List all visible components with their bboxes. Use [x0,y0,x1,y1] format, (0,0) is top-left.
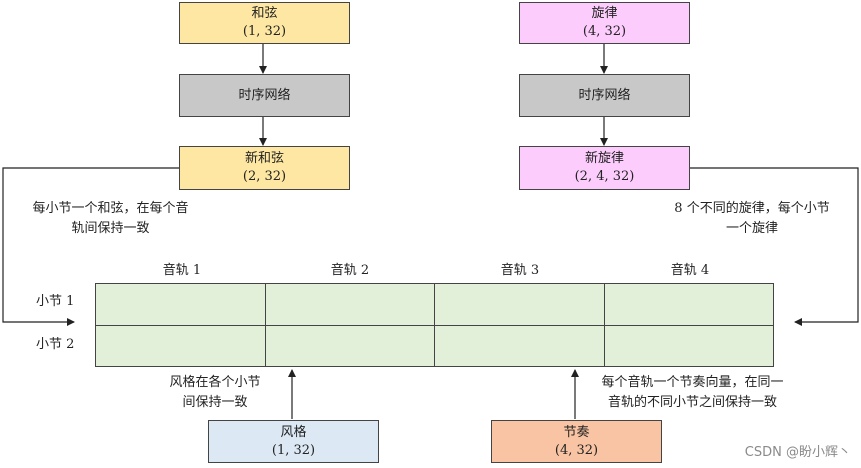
groove-title: 节奏 [563,424,590,440]
style-note-line2: 间保持一致 [182,395,248,410]
new-melody-shape: (2, 4, 32) [574,169,635,184]
melody-shape: (4, 32) [582,24,627,39]
bar-label-1: 小节 1 [36,294,75,309]
arrow-new-melody-to-grid [689,167,859,326]
chord-note-line1: 每小节一个和弦，在每个音 [32,201,189,216]
groove-shape: (4, 32) [554,442,599,458]
style-note-line1: 风格在各个小节 [169,375,261,390]
track-header-1: 音轨 1 [162,263,202,278]
melody-note-line1: 8 个不同的旋律，每个小节 [674,201,830,216]
new-melody-box: 新旋律 (2, 4, 32) [519,146,690,190]
watermark: CSDN @盼小辉丶 [744,445,851,460]
melody-note-line2: 一个旋律 [725,221,778,236]
track-header-4: 音轨 4 [670,263,710,278]
new-melody-title: 新旋律 [584,151,624,166]
style-title: 风格 [280,424,307,440]
new-chord-box: 新和弦 (2, 32) [179,146,350,190]
groove-input-box: 节奏 (4, 32) [491,420,662,463]
track-header-2: 音轨 2 [330,263,370,278]
track-bar-grid [95,283,774,367]
melody-title: 旋律 [591,6,618,21]
new-chord-title: 新和弦 [244,151,284,166]
rnn-right-title: 时序网络 [578,87,631,103]
chord-note: 每小节一个和弦，在每个音 轨间保持一致 [8,199,213,239]
bar-label-2: 小节 2 [36,337,75,352]
arrow-new-chord-to-grid [2,167,179,326]
chord-note-line2: 轨间保持一致 [71,221,150,236]
melody-note: 8 个不同的旋律，每个小节 一个旋律 [652,199,852,239]
rnn-left-box: 时序网络 [179,74,350,117]
melody-input-box: 旋律 (4, 32) [519,2,690,44]
groove-note: 每个音轨一个节奏向量，在同一 音轨的不同小节之间保持一致 [580,373,805,413]
groove-note-line1: 每个音轨一个节奏向量，在同一 [601,375,784,390]
style-note: 风格在各个小节 间保持一致 [150,373,280,413]
rnn-right-box: 时序网络 [519,74,690,117]
chord-title: 和弦 [251,6,278,21]
new-chord-shape: (2, 32) [242,169,287,184]
style-input-box: 风格 (1, 32) [208,420,379,463]
style-shape: (1, 32) [271,442,316,458]
track-header-3: 音轨 3 [500,263,540,278]
chord-input-box: 和弦 (1, 32) [179,2,350,44]
rnn-left-title: 时序网络 [238,87,291,103]
groove-note-line2: 音轨的不同小节之间保持一致 [607,395,777,410]
chord-shape: (1, 32) [242,24,287,39]
grid-row-divider [96,325,773,326]
